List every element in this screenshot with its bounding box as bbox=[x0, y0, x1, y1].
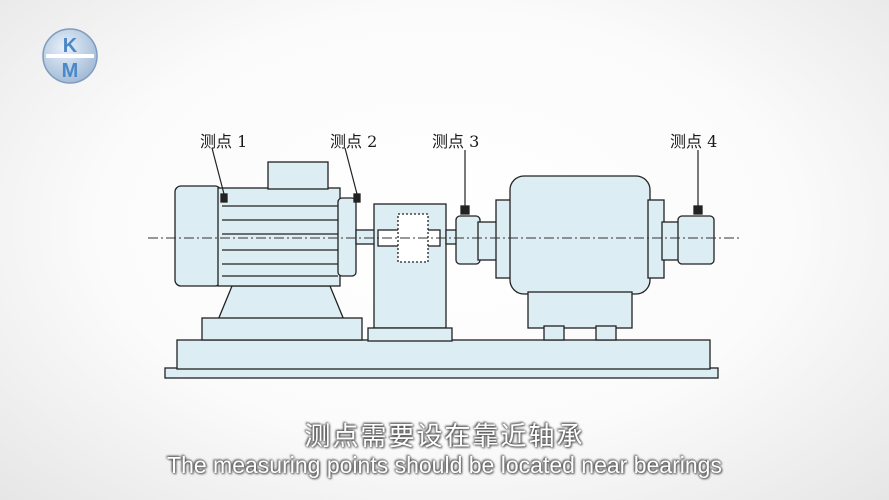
shaft-1 bbox=[355, 229, 377, 245]
coupling-base bbox=[367, 327, 453, 342]
motor-foot bbox=[217, 285, 345, 321]
leader-1 bbox=[211, 147, 225, 195]
measure-point-3-marker bbox=[460, 205, 470, 215]
logo-letter-bottom: M bbox=[62, 60, 79, 82]
bearing-4 bbox=[677, 215, 715, 265]
measure-point-1-marker bbox=[220, 193, 228, 203]
generator-foot bbox=[527, 291, 633, 329]
motor-front-cap bbox=[337, 197, 357, 277]
measure-point-2-label: 测点 2 bbox=[330, 132, 378, 151]
km-logo-icon: K M bbox=[42, 28, 98, 84]
leader-2 bbox=[344, 147, 358, 195]
generator-leg-2 bbox=[595, 325, 617, 341]
logo-letter-top: K bbox=[63, 35, 78, 57]
motor-body bbox=[217, 187, 341, 287]
bearing-3 bbox=[455, 215, 481, 265]
generator-leg-1 bbox=[543, 325, 565, 341]
measure-point-4-marker bbox=[693, 205, 703, 215]
measure-point-3-label: 测点 3 bbox=[432, 132, 480, 151]
base-frame bbox=[176, 339, 711, 370]
measure-point-2-marker bbox=[353, 193, 361, 203]
measure-point-4-label: 测点 4 bbox=[670, 132, 718, 151]
subtitle-chinese: 测点需要设在靠近轴承 bbox=[304, 422, 585, 452]
terminal-box bbox=[267, 161, 329, 190]
motor-foot-base bbox=[201, 317, 363, 341]
generator-body bbox=[509, 175, 651, 295]
bearing-3-collar bbox=[477, 221, 499, 261]
subtitle-english: The measuring points should be located n… bbox=[167, 452, 722, 478]
measure-point-1-label: 测点 1 bbox=[200, 132, 248, 151]
motor-end-cap bbox=[174, 185, 222, 287]
